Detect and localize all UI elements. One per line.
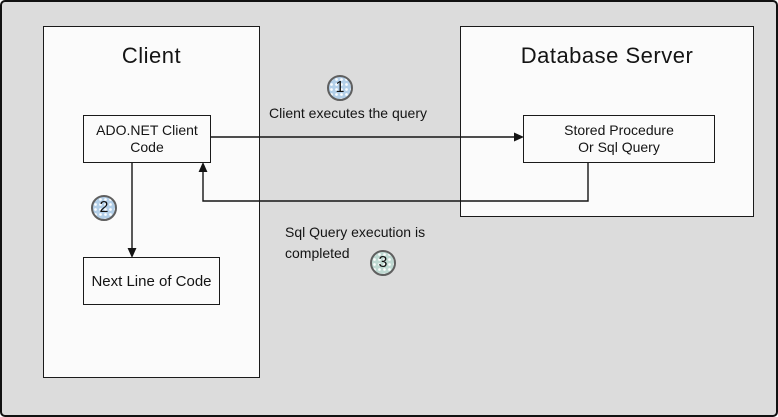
node-label-line: Next Line of Code <box>91 272 212 290</box>
step-3-caption-line2: completed <box>285 245 350 261</box>
step-3-badge: 3 <box>370 250 396 276</box>
node-label-line: ADO.NET Client <box>96 122 198 138</box>
step-3-caption: Sql Query execution is completed <box>285 222 425 264</box>
client-group-box: Client <box>43 26 260 378</box>
node-stored-procedure: Stored Procedure Or Sql Query <box>523 115 715 163</box>
step-number: 3 <box>378 254 388 271</box>
node-label-line: Stored Procedure <box>564 122 674 138</box>
step-1-caption: Client executes the query <box>269 105 427 121</box>
node-label-line: Code <box>130 139 164 155</box>
step-number: 1 <box>335 79 345 96</box>
node-next-line-of-code: Next Line of Code <box>83 257 220 305</box>
node-label-line: Or Sql Query <box>578 139 660 155</box>
step-3-caption-line1: Sql Query execution is <box>285 224 426 240</box>
step-1-badge: 1 <box>327 75 353 101</box>
client-title: Client <box>121 43 182 68</box>
step-2-badge: 2 <box>91 195 117 221</box>
step-number: 2 <box>99 199 109 216</box>
node-ado-net-client-code: ADO.NET Client Code <box>83 115 211 163</box>
database-server-title: Database Server <box>520 43 694 68</box>
